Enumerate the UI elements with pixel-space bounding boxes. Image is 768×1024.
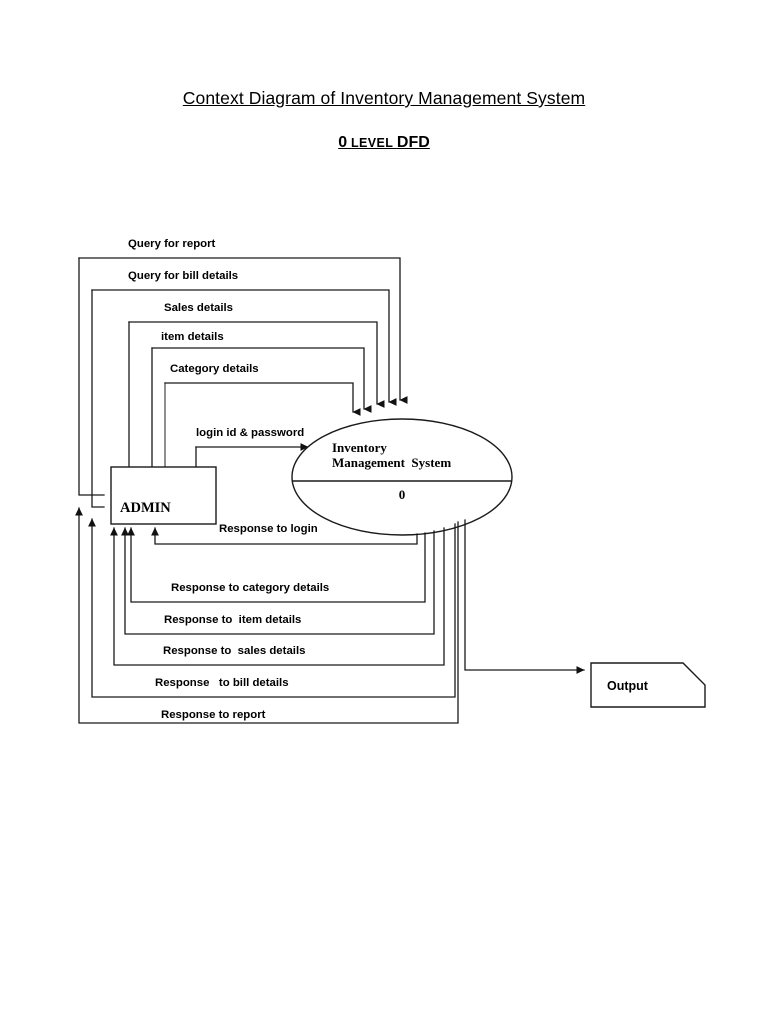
process-inventory-management-system [291, 418, 513, 536]
flow-line-query-for-bill-details [91, 289, 105, 508]
flow-label-response-to-category-details: Response to category details [171, 582, 330, 594]
subtitle-dfd: DFD [396, 134, 430, 151]
flow-label-query-for-report: Query for report [128, 238, 216, 250]
flow-label-login-id-password: login id & password [196, 427, 305, 439]
page-subtitle: 0 LEVEL DFD [0, 134, 768, 152]
flow-line-query-for-report [78, 257, 105, 496]
flow-line-response-to-report [75, 507, 459, 724]
flow-label-response-to-bill-details: Response to bill details [155, 677, 289, 689]
flow-line-response-to-sales-details [110, 527, 445, 666]
process-label-line2: Management System [332, 455, 452, 471]
external-entity-admin [110, 466, 217, 525]
flow-label-response-to-item-details: Response to item details [164, 614, 302, 626]
flow-label-response-to-sales-details: Response to sales details [163, 645, 306, 657]
output-node-label: Output [607, 679, 648, 693]
flow-line-response-to-item-details [121, 527, 435, 635]
page-title: Context Diagram of Inventory Management … [182, 88, 586, 108]
flow-label-response-to-report: Response to report [161, 709, 266, 721]
flow-label-response-to-login: Response to login [219, 523, 318, 535]
flow-line-response-to-category-details [127, 527, 426, 603]
flow-label-sales-details: Sales details [164, 302, 234, 314]
flow-line-response-to-login [151, 527, 418, 545]
output-node [590, 662, 706, 708]
flow-label-item-details: item details [161, 331, 224, 343]
flow-label-query-for-bill-details: Query for bill details [128, 270, 239, 282]
external-entity-label: ADMIN [120, 500, 171, 516]
subtitle-level: LEVEL [347, 136, 397, 150]
subtitle-number: 0 [338, 134, 348, 151]
process-number: 0 [398, 487, 406, 502]
process-label-line1: Inventory [332, 440, 387, 455]
flow-line-response-to-bill-details [88, 518, 456, 698]
flow-line-to-output [464, 519, 585, 674]
flow-label-category-details: Category details [170, 363, 259, 375]
